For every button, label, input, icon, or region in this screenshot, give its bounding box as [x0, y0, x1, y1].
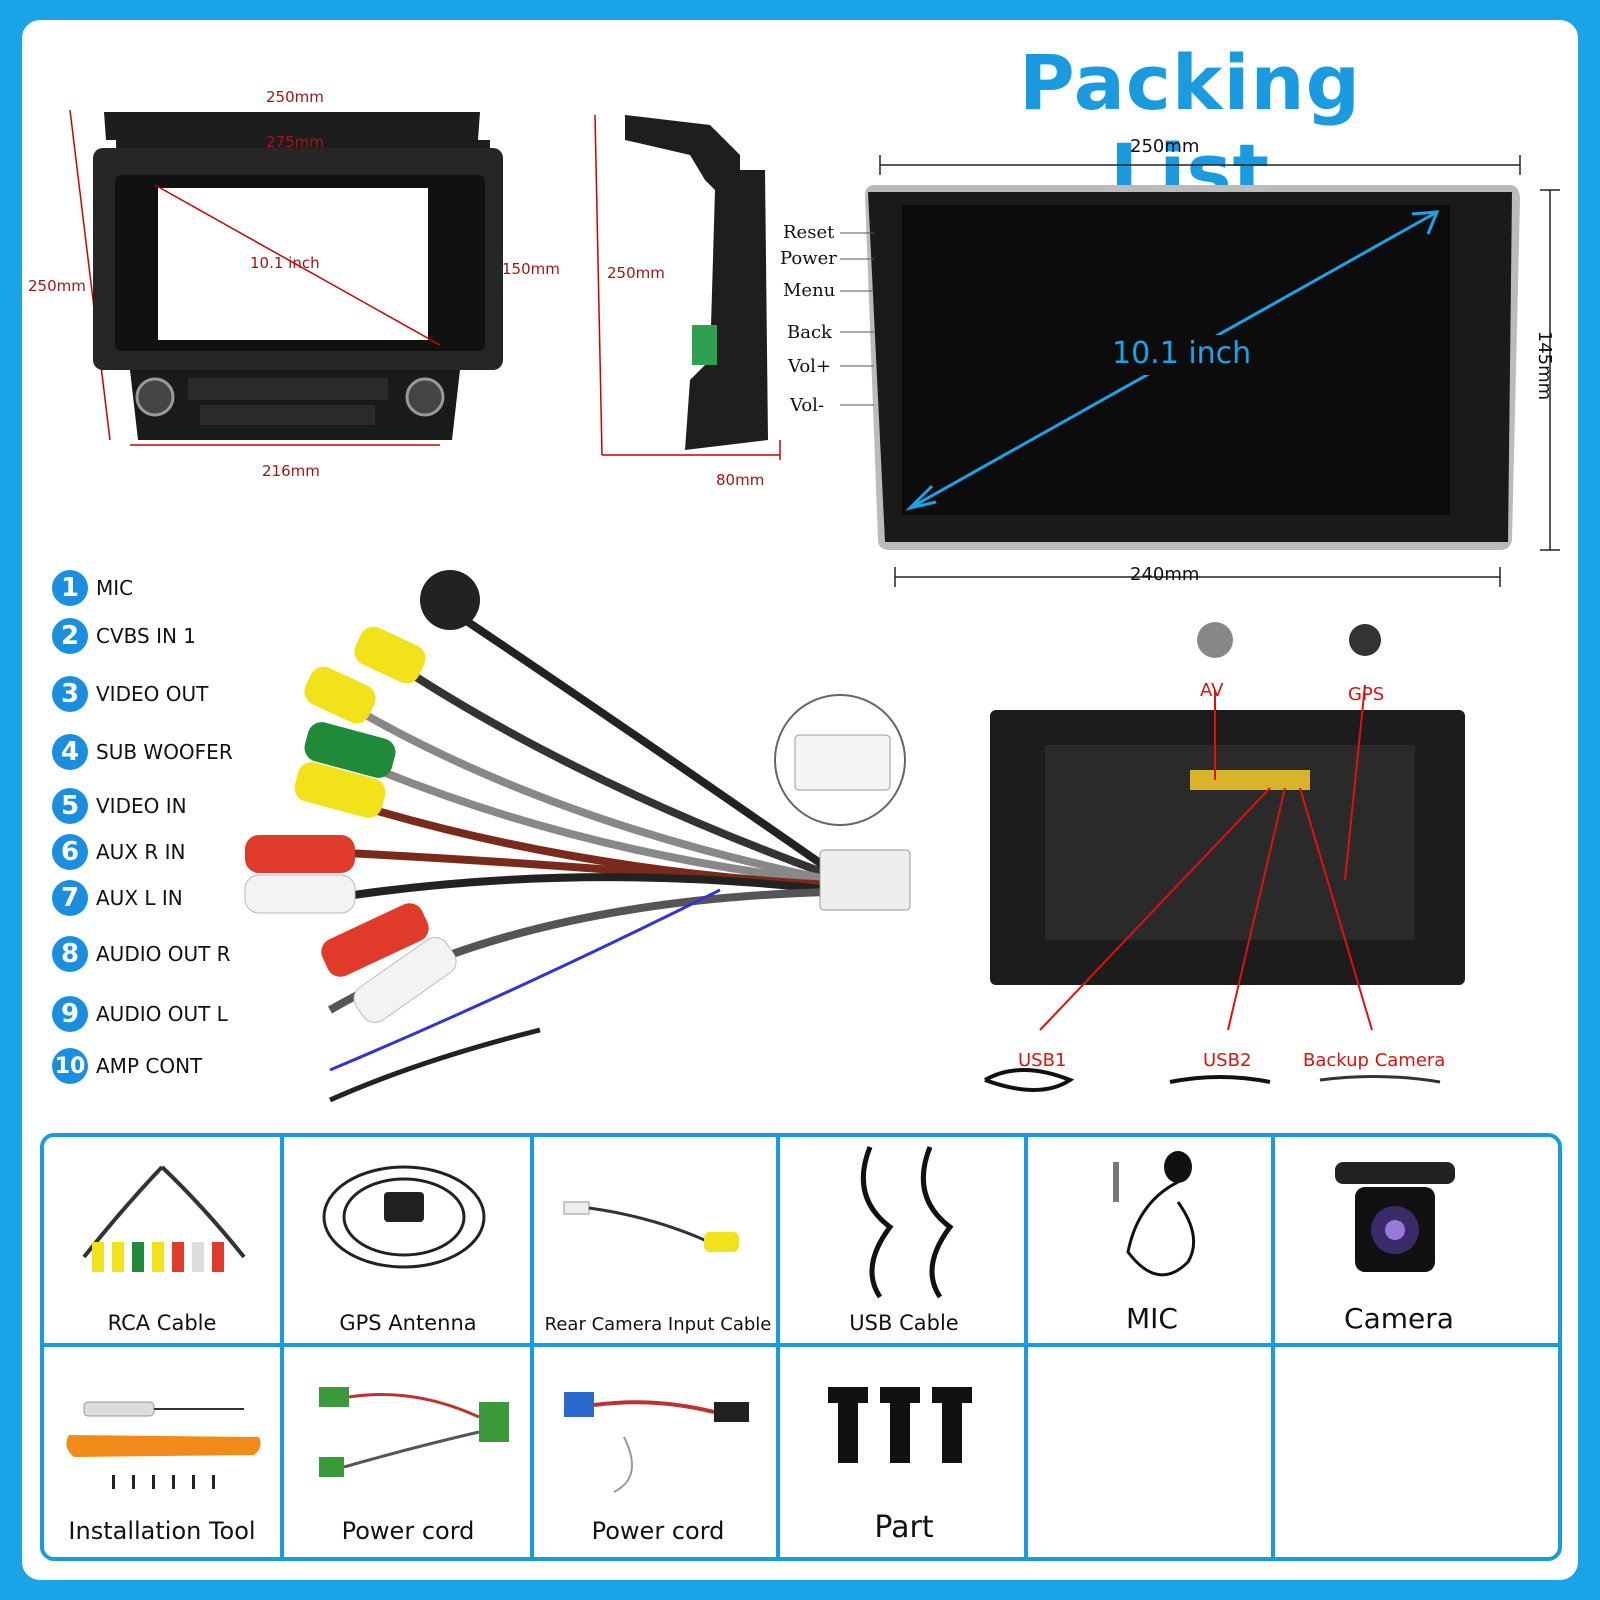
item-rca-cable: RCA Cable — [44, 1137, 280, 1345]
screen-bottom-width: 240mm — [1130, 564, 1200, 585]
control-vol-down: Vol- — [790, 395, 825, 416]
legend-label: CVBS IN 1 — [96, 624, 197, 648]
legend-item-5: 5 VIDEO IN — [52, 788, 187, 824]
frame-top-width: 250mm — [266, 88, 324, 106]
port-label-av: AV — [1200, 680, 1224, 701]
frame-inner-width: 275mm — [266, 133, 324, 151]
legend-item-3: 3 VIDEO OUT — [52, 676, 208, 712]
port-label-usb2: USB2 — [1203, 1050, 1252, 1071]
frame-diagonal: 10.1 inch — [250, 254, 320, 272]
port-label-gps: GPS — [1348, 684, 1385, 705]
item-installation-tool: Installation Tool — [44, 1347, 280, 1555]
item-label: GPS Antenna — [339, 1311, 477, 1335]
grid-divider — [1271, 1137, 1275, 1557]
camera-image — [1335, 1162, 1455, 1272]
item-label: RCA Cable — [107, 1311, 217, 1335]
item-label: Camera — [1344, 1302, 1454, 1335]
legend-label: AUX R IN — [96, 840, 186, 864]
item-label: Rear Camera Input Cable — [544, 1314, 772, 1335]
legend-label: VIDEO OUT — [96, 682, 209, 706]
legend-number: 4 — [52, 734, 88, 770]
legend-item-9: 9 AUDIO OUT L — [52, 996, 228, 1032]
port-label-usb1: USB1 — [1018, 1050, 1067, 1071]
legend-number: 5 — [52, 788, 88, 824]
legend-label: MIC — [96, 576, 134, 600]
dash-frame-image — [69, 109, 503, 446]
item-rear-camera-input-cable: Rear Camera Input Cable — [534, 1137, 782, 1345]
item-power-cord-2: Power cord — [534, 1347, 782, 1555]
rca-harness-image — [244, 570, 911, 1103]
item-label: Part — [874, 1510, 934, 1545]
port-label-backup-camera: Backup Camera — [1303, 1050, 1446, 1071]
legend-number: 7 — [52, 880, 88, 916]
grid-divider — [44, 1343, 1558, 1347]
mic-image — [1113, 1151, 1196, 1277]
frame-bottom-width: 216mm — [262, 462, 320, 480]
legend-number: 3 — [52, 676, 88, 712]
item-label: USB Cable — [849, 1311, 959, 1335]
legend-number: 9 — [52, 996, 88, 1032]
item-power-cord-1: Power cord — [284, 1347, 532, 1555]
legend-label: AUDIO OUT R — [96, 942, 231, 966]
bracket-depth: 80mm — [716, 471, 765, 489]
usb-cable-image — [860, 1146, 954, 1299]
control-leader-lines — [840, 232, 874, 406]
control-vol-up: Vol+ — [788, 356, 832, 377]
item-label: Installation Tool — [68, 1517, 256, 1545]
item-usb-cable: USB Cable — [780, 1137, 1028, 1345]
rear-camera-cable-image — [563, 1201, 739, 1252]
legend-item-7: 7 AUX L IN — [52, 880, 183, 916]
screen-top-width: 250mm — [1130, 136, 1200, 157]
head-unit-screen — [865, 155, 1560, 587]
rca-cable-image — [82, 1165, 246, 1272]
legend-item-6: 6 AUX R IN — [52, 834, 186, 870]
item-part: Part — [780, 1347, 1028, 1555]
legend-item-2: 2 CVBS IN 1 — [52, 618, 196, 654]
legend-label: AUDIO OUT L — [96, 1002, 228, 1026]
legend-label: SUB WOOFER — [96, 740, 233, 764]
installation-tool-image — [66, 1401, 261, 1489]
control-power: Power — [780, 248, 837, 269]
power-cord-image — [319, 1387, 509, 1477]
grid-divider — [1024, 1137, 1028, 1557]
power-cord-image — [564, 1392, 749, 1493]
bracket-height: 250mm — [607, 264, 665, 282]
item-gps-antenna: GPS Antenna — [284, 1137, 532, 1345]
grid-divider — [530, 1137, 534, 1557]
item-camera: Camera — [1275, 1137, 1523, 1345]
legend-number: 8 — [52, 936, 88, 972]
legend-item-1: 1 MIC — [52, 570, 133, 606]
legend-item-8: 8 AUDIO OUT R — [52, 936, 231, 972]
part-image — [828, 1387, 972, 1463]
legend-number: 6 — [52, 834, 88, 870]
legend-label: AUX L IN — [96, 886, 183, 910]
page-title: Packing List — [1018, 38, 1362, 216]
frame-left-height: 250mm — [28, 277, 86, 295]
legend-number: 1 — [52, 570, 88, 606]
grid-divider — [776, 1137, 780, 1557]
unit-rear-image — [984, 622, 1465, 1092]
legend-label: AMP CONT — [96, 1054, 203, 1078]
grid-divider — [280, 1137, 284, 1557]
legend-number: 2 — [52, 618, 88, 654]
frame-right-height: 150mm — [502, 260, 560, 278]
side-bracket-image — [594, 114, 781, 460]
legend-item-10: 10 AMP CONT — [52, 1048, 202, 1084]
item-label: Power cord — [591, 1517, 725, 1545]
control-back: Back — [787, 322, 832, 343]
legend-label: VIDEO IN — [96, 794, 187, 818]
screen-diagonal: 10.1 inch — [1112, 336, 1252, 371]
item-mic: MIC — [1028, 1137, 1276, 1345]
control-menu: Menu — [783, 280, 836, 301]
legend-number: 10 — [52, 1048, 88, 1084]
item-label: Power cord — [341, 1517, 475, 1545]
screen-height: 145mm — [1534, 330, 1556, 401]
items-grid: RCA Cable GPS Antenna Rear Camera Input … — [40, 1133, 1562, 1561]
gps-antenna-image — [322, 1165, 486, 1269]
control-reset: Reset — [783, 222, 835, 243]
item-label: MIC — [1126, 1302, 1178, 1335]
legend-item-4: 4 SUB WOOFER — [52, 734, 233, 770]
